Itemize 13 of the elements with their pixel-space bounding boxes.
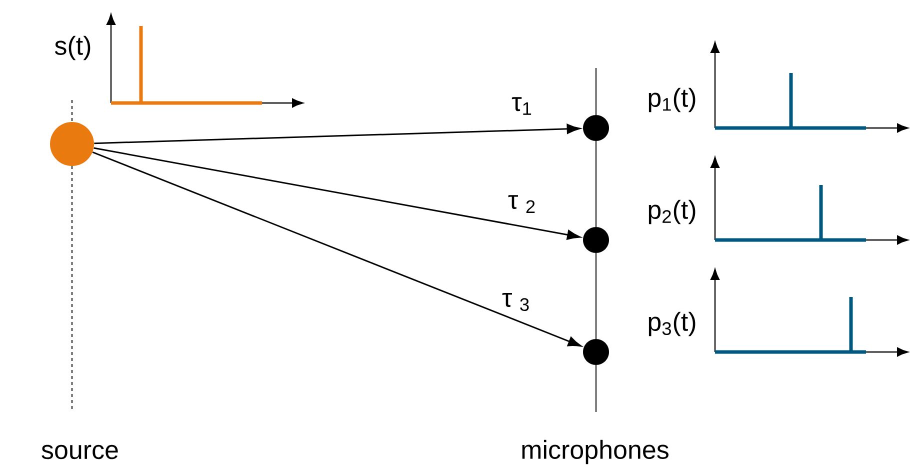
edge-label: τ $_{2}$	[508, 195, 535, 213]
axis-label: p$_{2}$(t)	[648, 200, 696, 224]
source-dot	[50, 122, 94, 166]
axis-label: p$_{3}$(t)	[648, 312, 696, 336]
microphone-dot	[583, 227, 609, 253]
edge-label: τ$_{1}$	[512, 97, 532, 115]
microphone-dot	[583, 339, 609, 365]
arrow	[94, 124, 580, 144]
arrow	[94, 147, 580, 240]
arrow	[92, 152, 582, 347]
edge-label: τ $_{3}$	[502, 292, 529, 312]
caption-label: source	[42, 444, 118, 460]
microphone-dot	[583, 115, 609, 141]
